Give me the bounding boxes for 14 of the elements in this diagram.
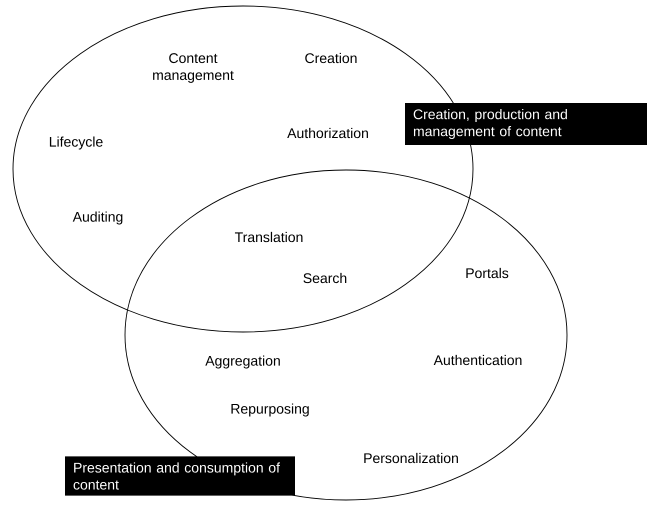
term-label: Personalization [364, 452, 458, 464]
term-label: Lifecycle [50, 136, 103, 150]
term-label: Authentication [434, 354, 522, 366]
term-label: Aggregation [205, 355, 280, 369]
term-label: Authorization [287, 128, 368, 138]
term-label: Creation [305, 52, 357, 64]
label-box: Creation, production and management of content [405, 102, 647, 146]
term-label: Search [303, 272, 346, 284]
term-label: Portals [466, 268, 508, 278]
term-label: Translation [234, 232, 302, 242]
term-label: Auditing [72, 211, 122, 225]
term-label: Content management [153, 53, 234, 83]
label-box: Presentation and consumption of content [65, 456, 295, 496]
term-label: Repurposing [231, 403, 309, 417]
